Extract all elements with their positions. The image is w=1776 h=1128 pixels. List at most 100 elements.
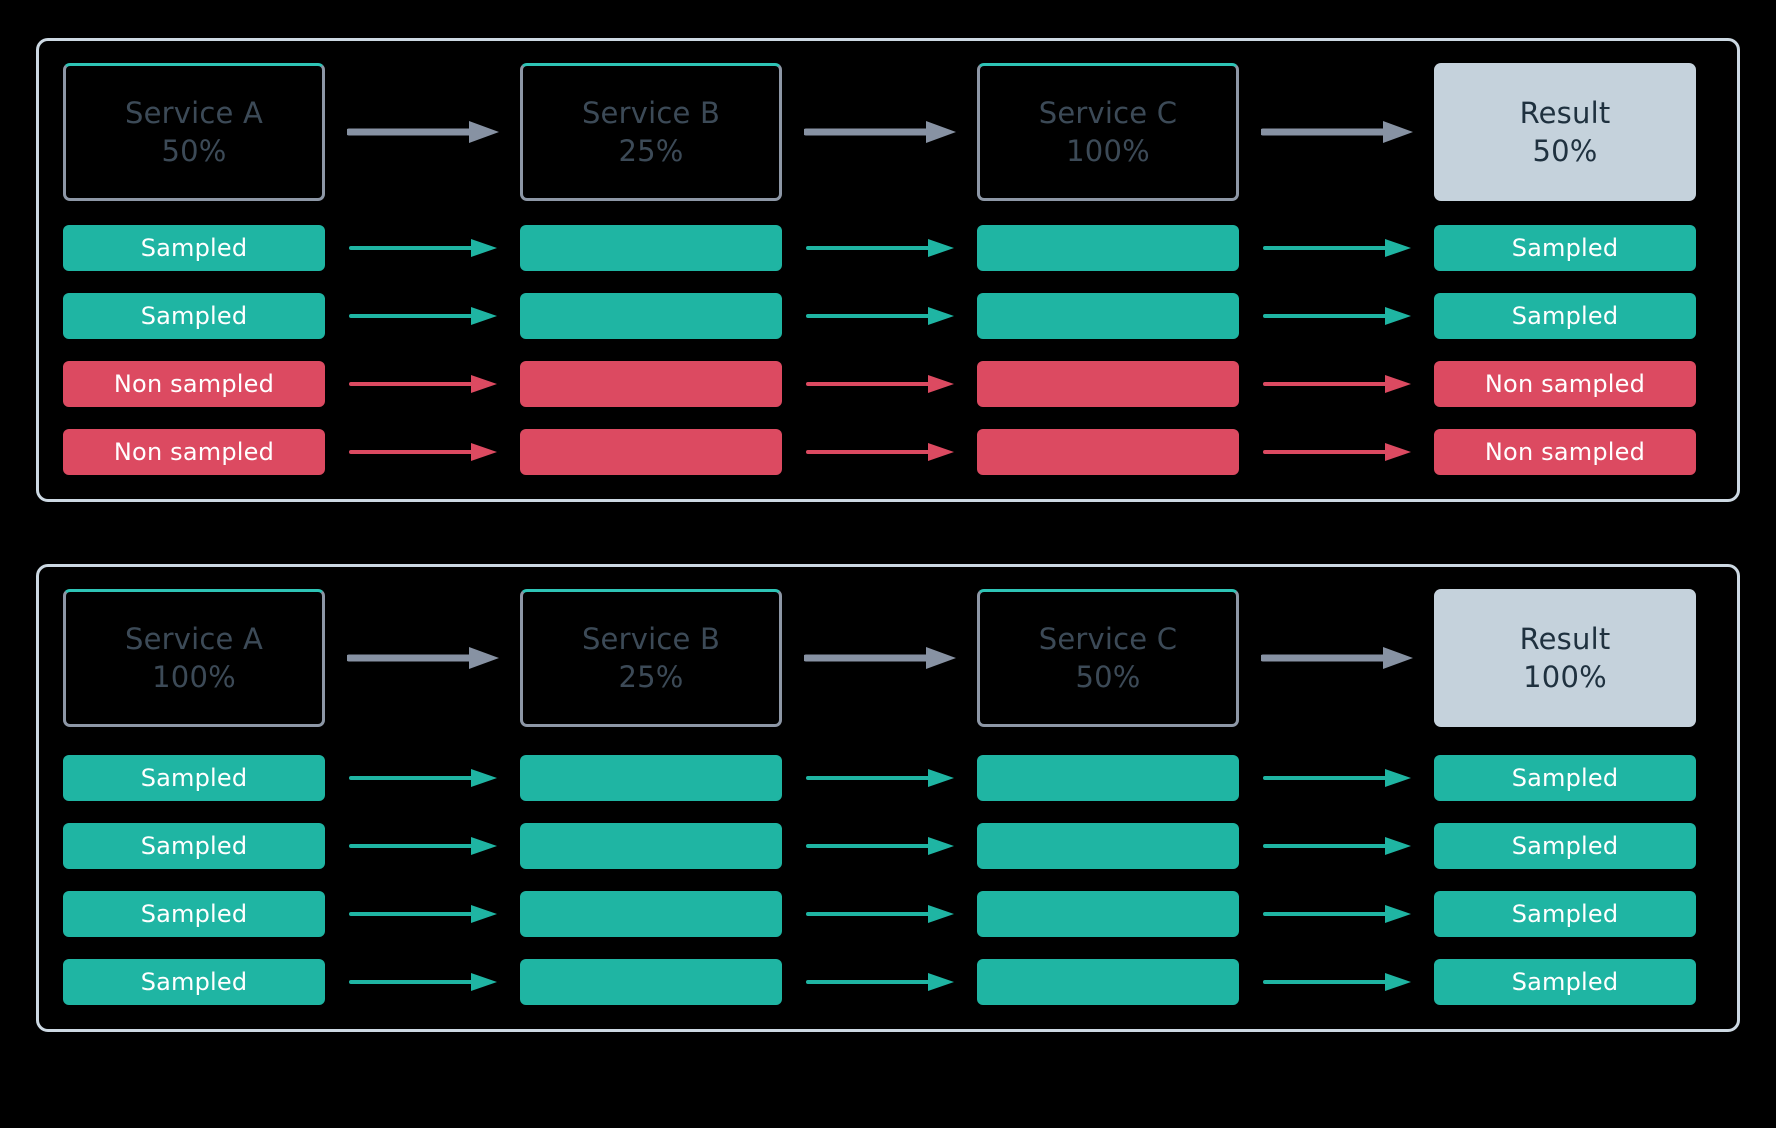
flow-arrow-icon [1260,647,1413,669]
trace-bar-non-sampled[interactable] [520,429,782,475]
trace-arrow-icon [348,239,497,257]
trace-flow-arrow [782,441,977,463]
trace-row: Sampled Sampled [63,225,1713,271]
trace-bar-sampled[interactable]: Sampled [1434,959,1696,1005]
trace-bar-sampled[interactable]: Sampled [63,293,325,339]
trace-row: Non sampled Non sampled [63,361,1713,407]
trace-arrow-icon [1262,443,1411,461]
trace-flow-arrow [782,835,977,857]
trace-row: Sampled Sampled [63,823,1713,869]
trace-arrow-icon [348,837,497,855]
trace-arrow-icon [805,375,954,393]
trace-arrow-icon [348,973,497,991]
trace-bar-non-sampled[interactable]: Non sampled [63,429,325,475]
trace-bar-sampled[interactable] [520,225,782,271]
flow-arrow-icon [803,121,956,143]
trace-flow-arrow [782,305,977,327]
trace-bar-sampled[interactable]: Sampled [1434,225,1696,271]
trace-bar-sampled[interactable]: Sampled [1434,293,1696,339]
trace-row: Sampled Sampled [63,891,1713,937]
trace-bar-sampled[interactable] [977,959,1239,1005]
trace-flow-arrow [1239,903,1434,925]
trace-flow-arrow [782,237,977,259]
trace-bar-non-sampled[interactable]: Non sampled [63,361,325,407]
trace-bar-sampled[interactable] [977,891,1239,937]
trace-flow-arrow [325,835,520,857]
trace-bar-label: Sampled [140,302,248,330]
trace-bar-non-sampled[interactable]: Non sampled [1434,361,1696,407]
trace-bar-label: Sampled [140,900,248,928]
trace-bar-sampled[interactable] [520,755,782,801]
trace-arrow-icon [348,375,497,393]
trace-arrow-icon [1262,239,1411,257]
trace-bar-sampled[interactable] [520,823,782,869]
trace-flow-arrow [1239,767,1434,789]
trace-row: Sampled Sampled [63,959,1713,1005]
service-flow-arrow [782,119,977,145]
trace-bar-sampled[interactable]: Sampled [63,823,325,869]
trace-bar-sampled[interactable] [520,293,782,339]
trace-bar-label: Sampled [1511,900,1619,928]
trace-flow-arrow [1239,237,1434,259]
service-name: Service B [581,95,721,130]
trace-bar-sampled[interactable] [977,755,1239,801]
trace-arrow-icon [805,307,954,325]
service-sample-rate: 100% [152,660,236,694]
trace-bar-non-sampled[interactable] [520,361,782,407]
trace-bar-non-sampled[interactable]: Non sampled [1434,429,1696,475]
trace-arrow-icon [1262,973,1411,991]
trace-arrow-icon [805,769,954,787]
trace-flow-arrow [1239,971,1434,993]
trace-flow-arrow [325,903,520,925]
trace-bar-sampled[interactable]: Sampled [63,225,325,271]
trace-arrow-icon [1262,375,1411,393]
trace-flow-arrow [782,903,977,925]
trace-bar-sampled[interactable]: Sampled [1434,755,1696,801]
trace-bar-sampled[interactable] [977,225,1239,271]
trace-row: Non sampled Non sampled [63,429,1713,475]
trace-bar-label: Non sampled [113,370,275,398]
result-label: Result [1519,621,1611,656]
trace-bar-sampled[interactable]: Sampled [63,959,325,1005]
result-sample-rate: 100% [1523,660,1607,694]
flow-arrow-icon [346,647,499,669]
trace-bar-sampled[interactable] [977,293,1239,339]
trace-arrow-icon [1262,769,1411,787]
service-sample-rate: 25% [618,660,684,694]
trace-bar-label: Sampled [1511,764,1619,792]
trace-bar-sampled[interactable]: Sampled [1434,891,1696,937]
trace-flow-arrow [1239,835,1434,857]
trace-bar-sampled[interactable]: Sampled [1434,823,1696,869]
trace-bar-sampled[interactable]: Sampled [63,891,325,937]
trace-bar-non-sampled[interactable] [977,429,1239,475]
trace-bar-sampled[interactable] [520,891,782,937]
trace-arrow-icon [1262,307,1411,325]
trace-arrow-icon [805,837,954,855]
trace-arrow-icon [348,443,497,461]
trace-bar-label: Sampled [1511,234,1619,262]
trace-bar-sampled[interactable]: Sampled [63,755,325,801]
trace-arrow-icon [348,307,497,325]
trace-arrow-icon [805,443,954,461]
flow-arrow-icon [803,647,956,669]
service-flow-arrow [325,645,520,671]
trace-arrow-icon [1262,905,1411,923]
trace-arrow-icon [348,769,497,787]
result-box[interactable]: Result 100% [1434,589,1696,727]
trace-bar-sampled[interactable] [977,823,1239,869]
trace-flow-arrow [782,373,977,395]
trace-arrow-icon [1262,837,1411,855]
trace-bar-non-sampled[interactable] [977,361,1239,407]
trace-bar-sampled[interactable] [520,959,782,1005]
